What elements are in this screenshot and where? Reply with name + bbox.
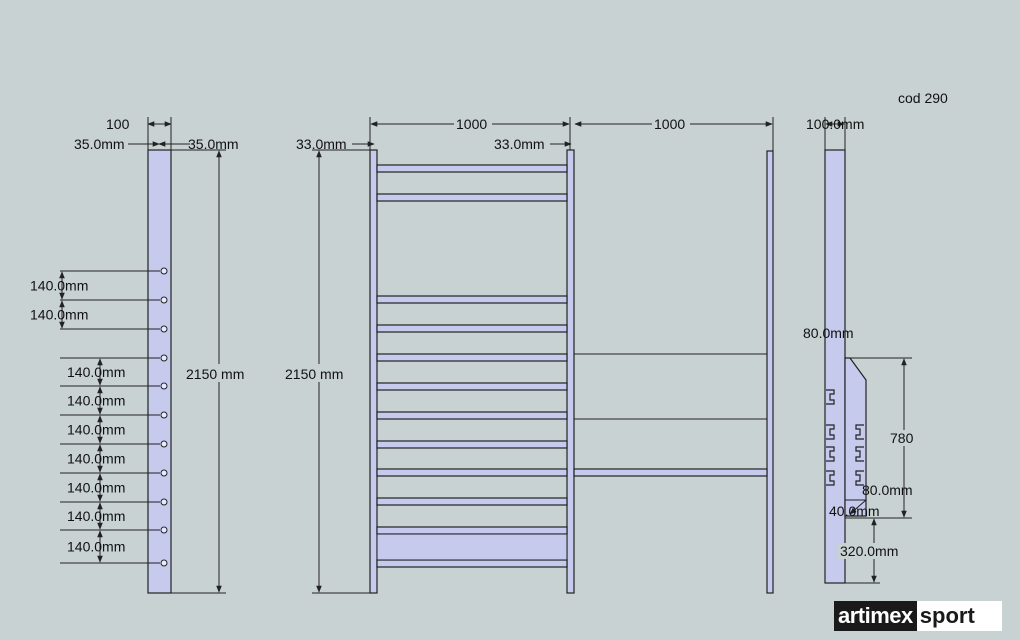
clamp-profile [826, 389, 835, 405]
hole-spacing-label: 140.0mm [67, 393, 125, 409]
mounting-hole [160, 469, 168, 477]
side-post [147, 149, 172, 594]
rung [376, 468, 568, 477]
hole-spacing-label: 140.0mm [67, 451, 125, 467]
clamp-profile [855, 424, 864, 440]
code-label: cod 290 [898, 90, 948, 106]
artimex-sport-logo: artimex sport [834, 601, 1002, 631]
side-right-offset-label: 35.0mm [188, 136, 239, 152]
hole-spacing-label: 140.0mm [67, 508, 125, 524]
mounting-hole [160, 559, 168, 567]
mounting-holes [160, 267, 168, 567]
rung [376, 526, 568, 535]
mounting-hole [160, 267, 168, 275]
rung [376, 324, 568, 333]
rung [376, 382, 568, 391]
rung-gap-panel [376, 533, 568, 561]
clamp-profile [826, 446, 835, 462]
bracket-top-offset-label: 80.0mm [803, 325, 854, 341]
clamp-profile [855, 446, 864, 462]
mounting-hole [160, 498, 168, 506]
hole-spacing-label: 140.0mm [67, 422, 125, 438]
side-height-label: 2150 mm [186, 366, 244, 382]
front-right-offset-label: 33.0mm [494, 136, 545, 152]
extension-width-label: 1000 [654, 116, 685, 132]
rung [376, 295, 568, 304]
rung [376, 559, 568, 568]
rung [376, 353, 568, 362]
hole-spacing-label: 140.0mm [67, 364, 125, 380]
clamp-profile [855, 470, 864, 486]
bracket-width-label: 100.0mm [806, 116, 864, 132]
bracket-40-label: 40.0mm [829, 503, 880, 519]
extension-bar [573, 468, 768, 477]
hole-spacing-dimensions: 140.0mm 140.0mm 140.0mm 140.0mm 140.0mm 140.0… [30, 270, 160, 564]
rung [376, 164, 568, 173]
front-height-label: 2150 mm [285, 366, 343, 382]
extension-post [766, 150, 774, 594]
bracket-320-label: 320.0mm [840, 543, 898, 559]
front-left-offset-label: 33.0mm [296, 136, 347, 152]
front-right-post [566, 149, 575, 594]
mounting-hole [160, 526, 168, 534]
mounting-hole [160, 440, 168, 448]
mounting-hole [160, 411, 168, 419]
front-left-post [369, 149, 378, 594]
hole-spacing-label: 140.0mm [30, 278, 88, 294]
side-view: 100 35.0mm 35.0mm 2150 mm 140.0mm140.0mm… [30, 116, 255, 594]
bracket-height-label: 780 [890, 430, 914, 446]
logo-part-a: artimex [834, 601, 917, 631]
front-view: 1000 33.0mm 33.0mm 2150 mm [282, 116, 575, 594]
bracket-view: 100.0mm 80.0mm 780 80.0mm 40.0mm 320.0mm [803, 116, 918, 584]
mounting-hole [160, 382, 168, 390]
hole-spacing-label: 140.0mm [67, 539, 125, 555]
hole-spacing-label: 140.0mm [30, 307, 88, 323]
rung [376, 411, 568, 420]
rung [376, 497, 568, 506]
logo-part-b: sport [919, 603, 975, 628]
clamp-profiles [826, 389, 864, 486]
mounting-hole [160, 296, 168, 304]
clamp-profile [826, 470, 835, 486]
mounting-hole [160, 354, 168, 362]
front-width-label: 1000 [456, 116, 487, 132]
rung [376, 193, 568, 202]
mounting-hole [160, 325, 168, 333]
rungs [376, 164, 568, 568]
rung [376, 440, 568, 449]
extension-view: 1000 [573, 116, 774, 594]
clamp-profile [826, 424, 835, 440]
side-width-label: 100 [106, 116, 130, 132]
hole-spacing-label: 140.0mm [67, 480, 125, 496]
side-left-offset-label: 35.0mm [74, 136, 125, 152]
bracket-bottom-width-label: 80.0mm [862, 482, 913, 498]
